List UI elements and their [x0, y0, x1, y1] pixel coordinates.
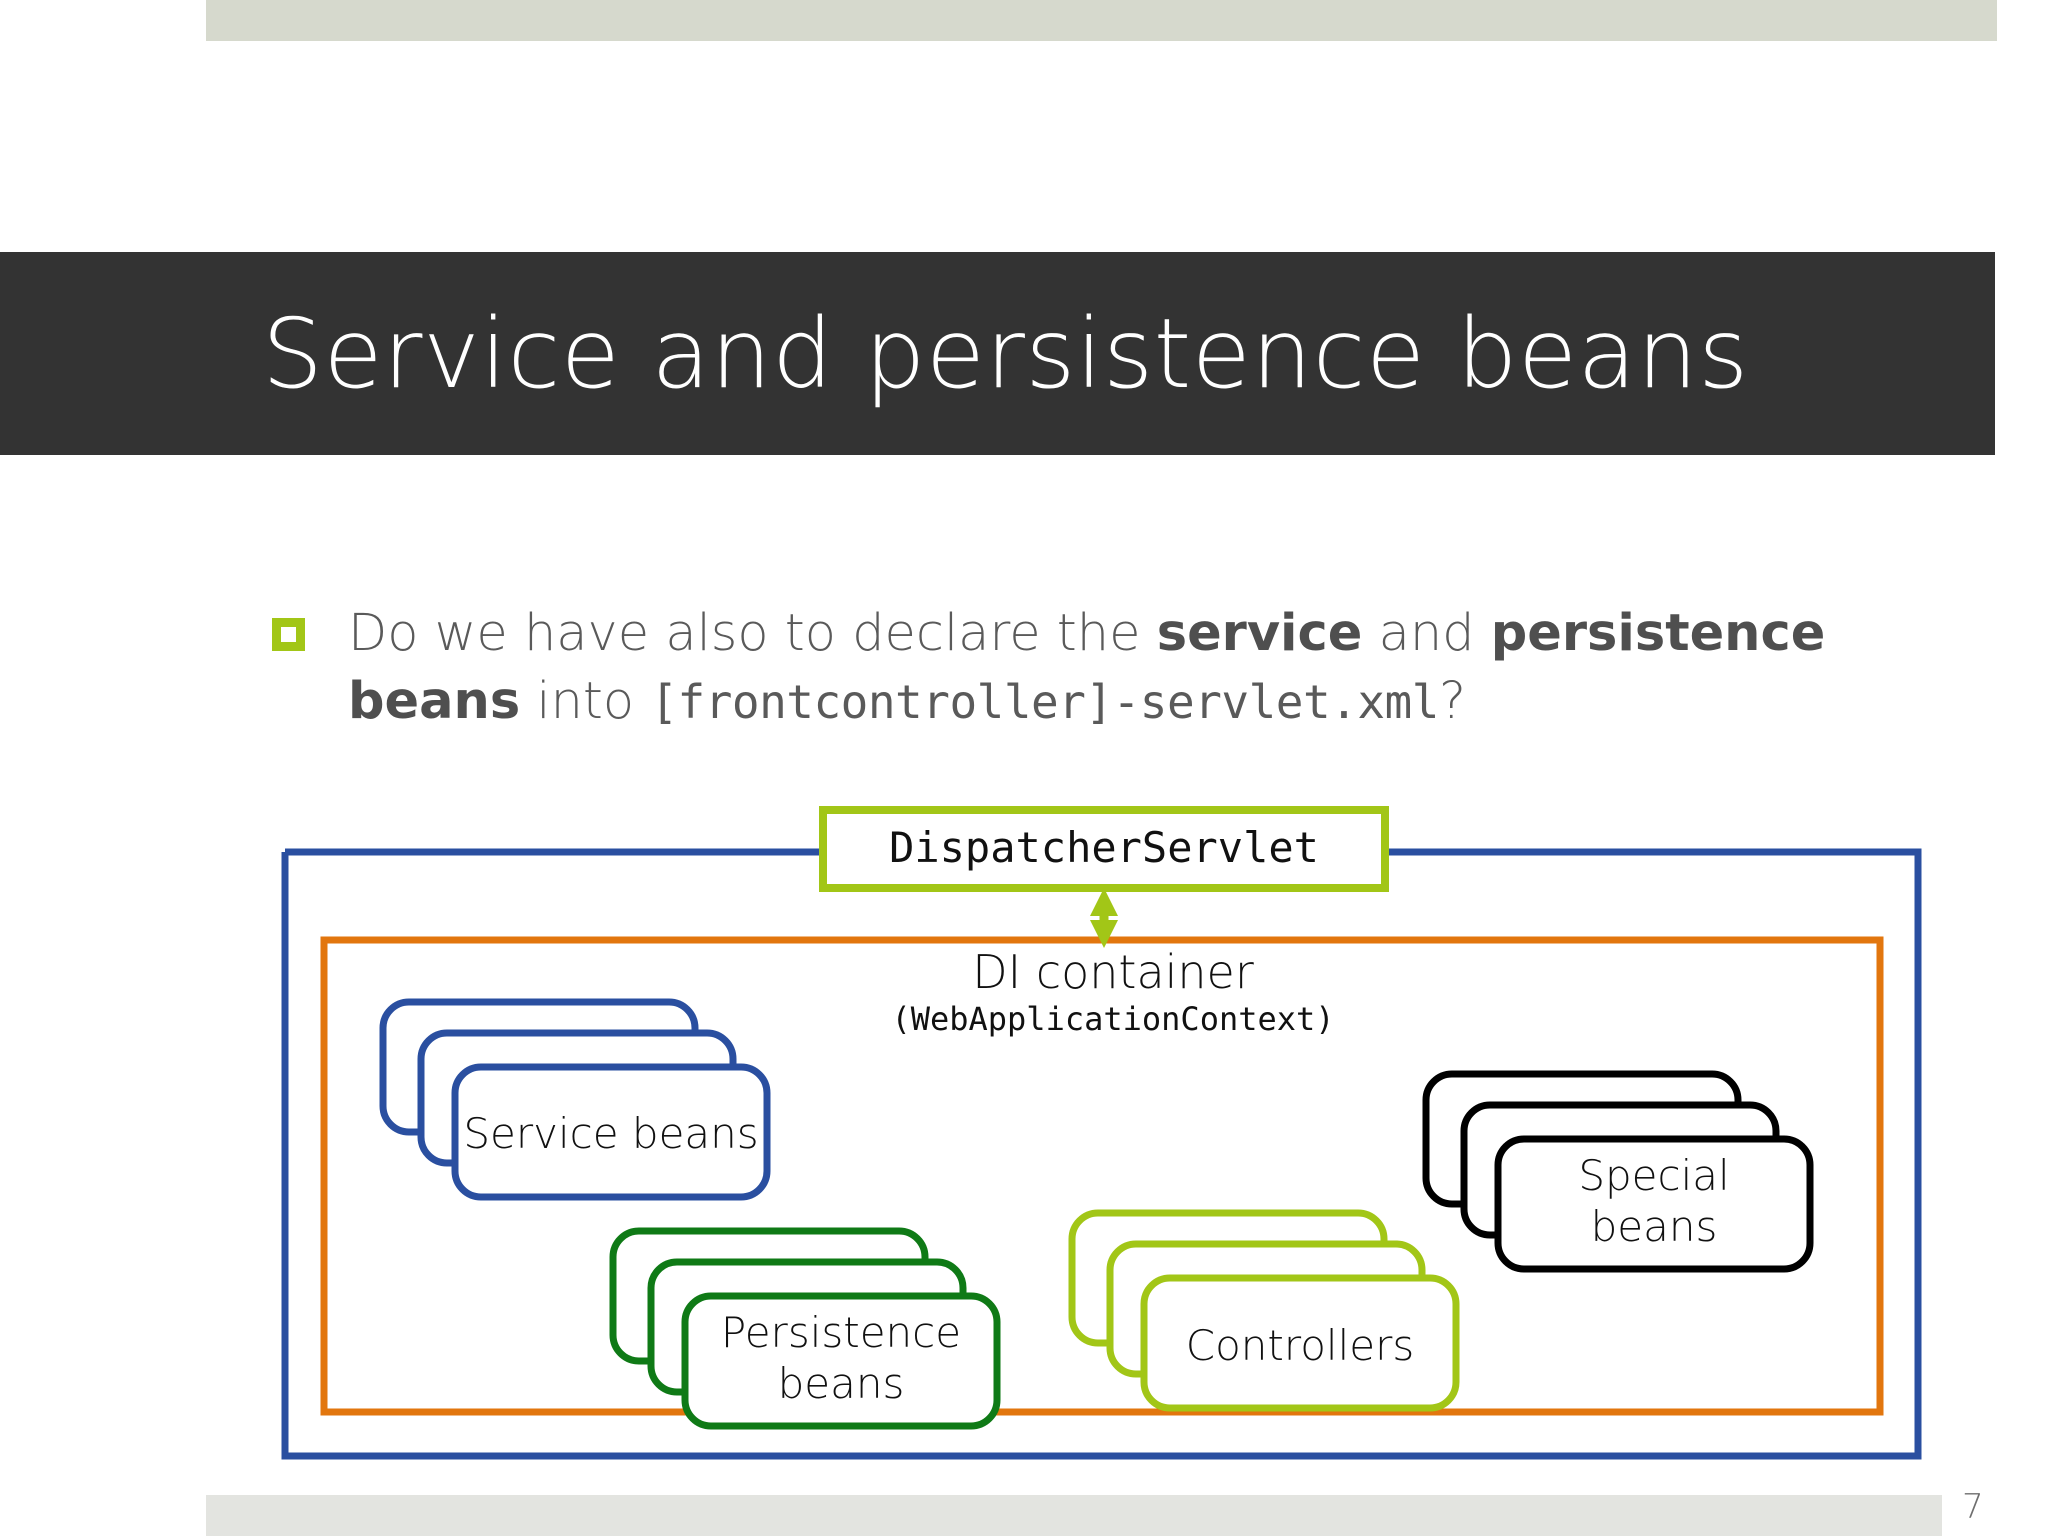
dispatcher-servlet-box[interactable]: DispatcherServlet	[819, 806, 1389, 892]
special-beans-stack[interactable]: Special beans	[1422, 1070, 1814, 1273]
bullet-text: Do we have also to declare the service a…	[348, 600, 1932, 737]
bullet-part-3: persistence beans	[348, 604, 1826, 732]
page-number: 7	[1962, 1487, 1984, 1527]
di-container-subtitle: (WebApplicationContext)	[891, 1000, 1334, 1038]
bottom-accent-bar	[206, 1495, 1942, 1536]
bullet-part-4: into	[520, 672, 651, 732]
special-beans-label-line1: Special	[1578, 1151, 1729, 1200]
bullet-list-item: Do we have also to declare the service a…	[272, 600, 1932, 737]
service-beans-stack[interactable]: Service beans	[379, 998, 771, 1201]
persistence-beans-label-line1: Persistence	[721, 1308, 961, 1357]
double-headed-vertical-arrow-icon	[1090, 888, 1118, 948]
square-bullet-icon	[272, 618, 305, 651]
bullet-part-5-code: [frontcontroller]-servlet.xml	[650, 675, 1439, 730]
dispatcher-servlet-label: DispatcherServlet	[889, 823, 1319, 872]
top-accent-bar	[206, 0, 1997, 41]
web-application-boundary	[281, 848, 1922, 1460]
persistence-beans-label-line2: beans	[778, 1359, 905, 1408]
bullet-part-1: service	[1156, 604, 1363, 663]
bullet-part-2: and	[1362, 604, 1491, 663]
slide-title-band: Service and persistence beans	[0, 252, 1995, 455]
bullet-part-6: ?	[1438, 672, 1467, 732]
architecture-diagram: DispatcherServlet DI container (WebAppli…	[0, 790, 2048, 1500]
page-title: Service and persistence beans	[262, 297, 1749, 410]
controllers-stack[interactable]: Controllers	[1068, 1209, 1460, 1412]
bullet-part-0: Do we have also to declare the	[348, 604, 1157, 663]
service-beans-label: Service beans	[463, 1109, 758, 1158]
di-container-title: DI container	[972, 945, 1254, 999]
controllers-label: Controllers	[1186, 1321, 1414, 1370]
special-beans-label-line2: beans	[1591, 1202, 1718, 1251]
persistence-beans-stack[interactable]: Persistence beans	[609, 1227, 1001, 1430]
